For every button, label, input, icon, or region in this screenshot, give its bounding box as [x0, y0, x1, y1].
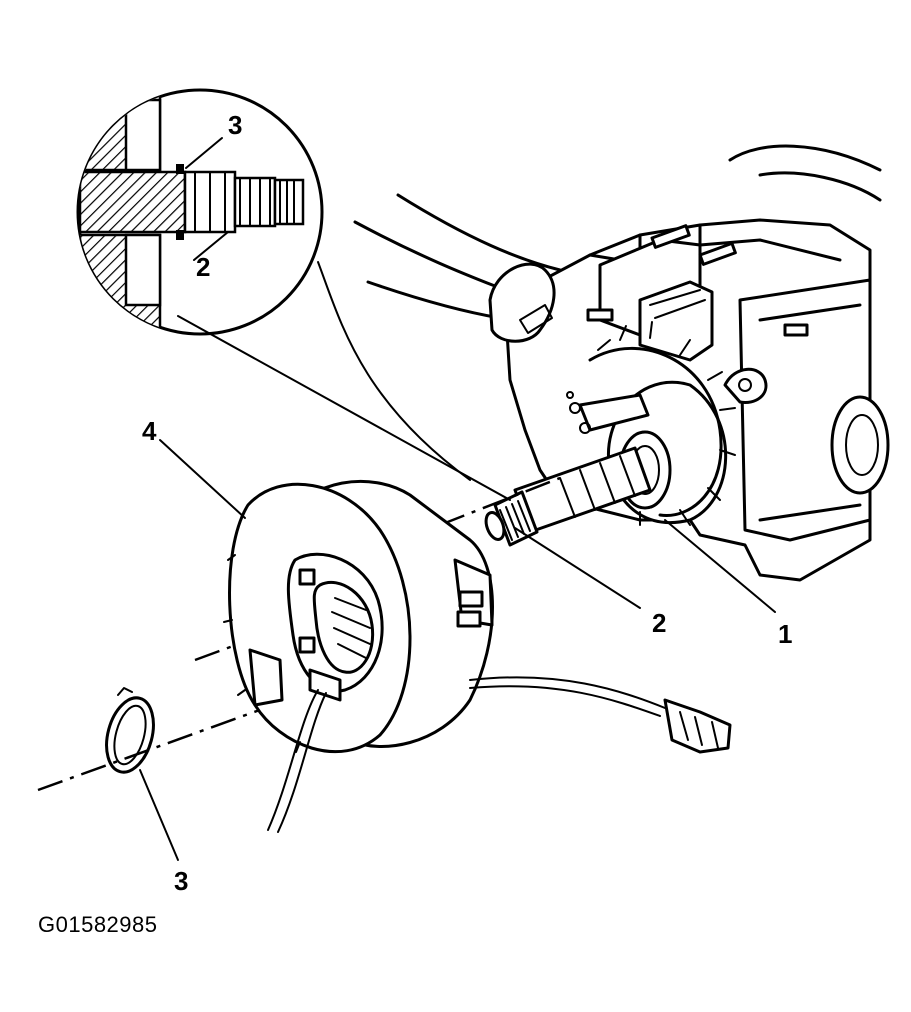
figure-id-label: G01582985 [38, 912, 158, 937]
steering-shaft [484, 446, 652, 547]
callout-2-detail: 2 [196, 252, 210, 282]
snap-ring [105, 687, 155, 774]
coil-assembly [223, 479, 732, 833]
leader-lines [139, 439, 776, 861]
callout-2: 2 [652, 608, 666, 638]
callout-4: 4 [142, 416, 157, 446]
callout-1: 1 [778, 619, 792, 649]
callout-3-detail: 3 [228, 110, 242, 140]
callout-3: 3 [174, 866, 188, 896]
